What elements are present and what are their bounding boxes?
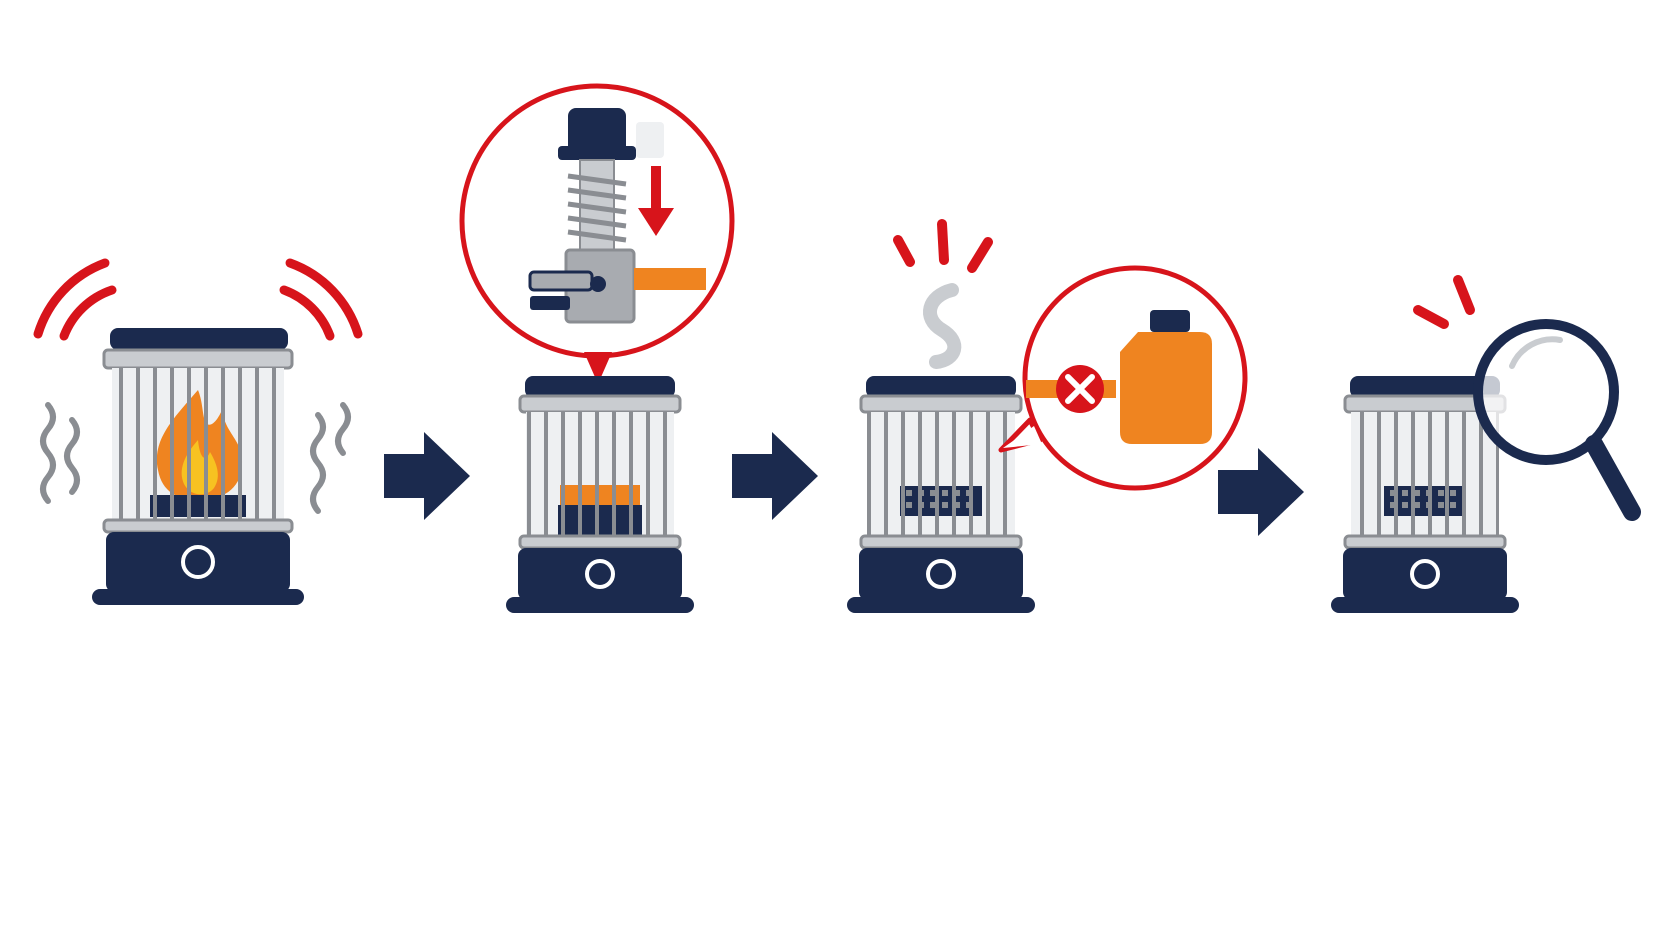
arrow-right-icon bbox=[384, 432, 470, 520]
heater-icon bbox=[1331, 376, 1519, 613]
heater-icon bbox=[847, 376, 1035, 613]
step-2-safety-valve-drop bbox=[459, 83, 735, 613]
spring-valve-icon bbox=[528, 108, 706, 324]
heater-icon bbox=[506, 376, 694, 613]
magnifier-icon bbox=[1473, 319, 1641, 521]
smoke-icon bbox=[923, 283, 962, 369]
step-1-shaking-heater bbox=[33, 258, 363, 605]
shake-lines-icon bbox=[40, 402, 351, 514]
step-4-inspection bbox=[1331, 275, 1641, 613]
down-arrow-icon bbox=[638, 166, 674, 236]
fuel-tank-blocked-icon bbox=[998, 265, 1248, 491]
step-3-fuel-cut-off bbox=[847, 219, 1248, 613]
arrow-right-icon bbox=[732, 432, 818, 520]
heater-icon bbox=[92, 328, 304, 605]
vibration-arcs-icon bbox=[33, 258, 363, 341]
arrow-right-icon bbox=[1218, 448, 1304, 536]
alert-burst-icon bbox=[893, 219, 993, 273]
alert-burst-icon bbox=[1413, 275, 1475, 329]
